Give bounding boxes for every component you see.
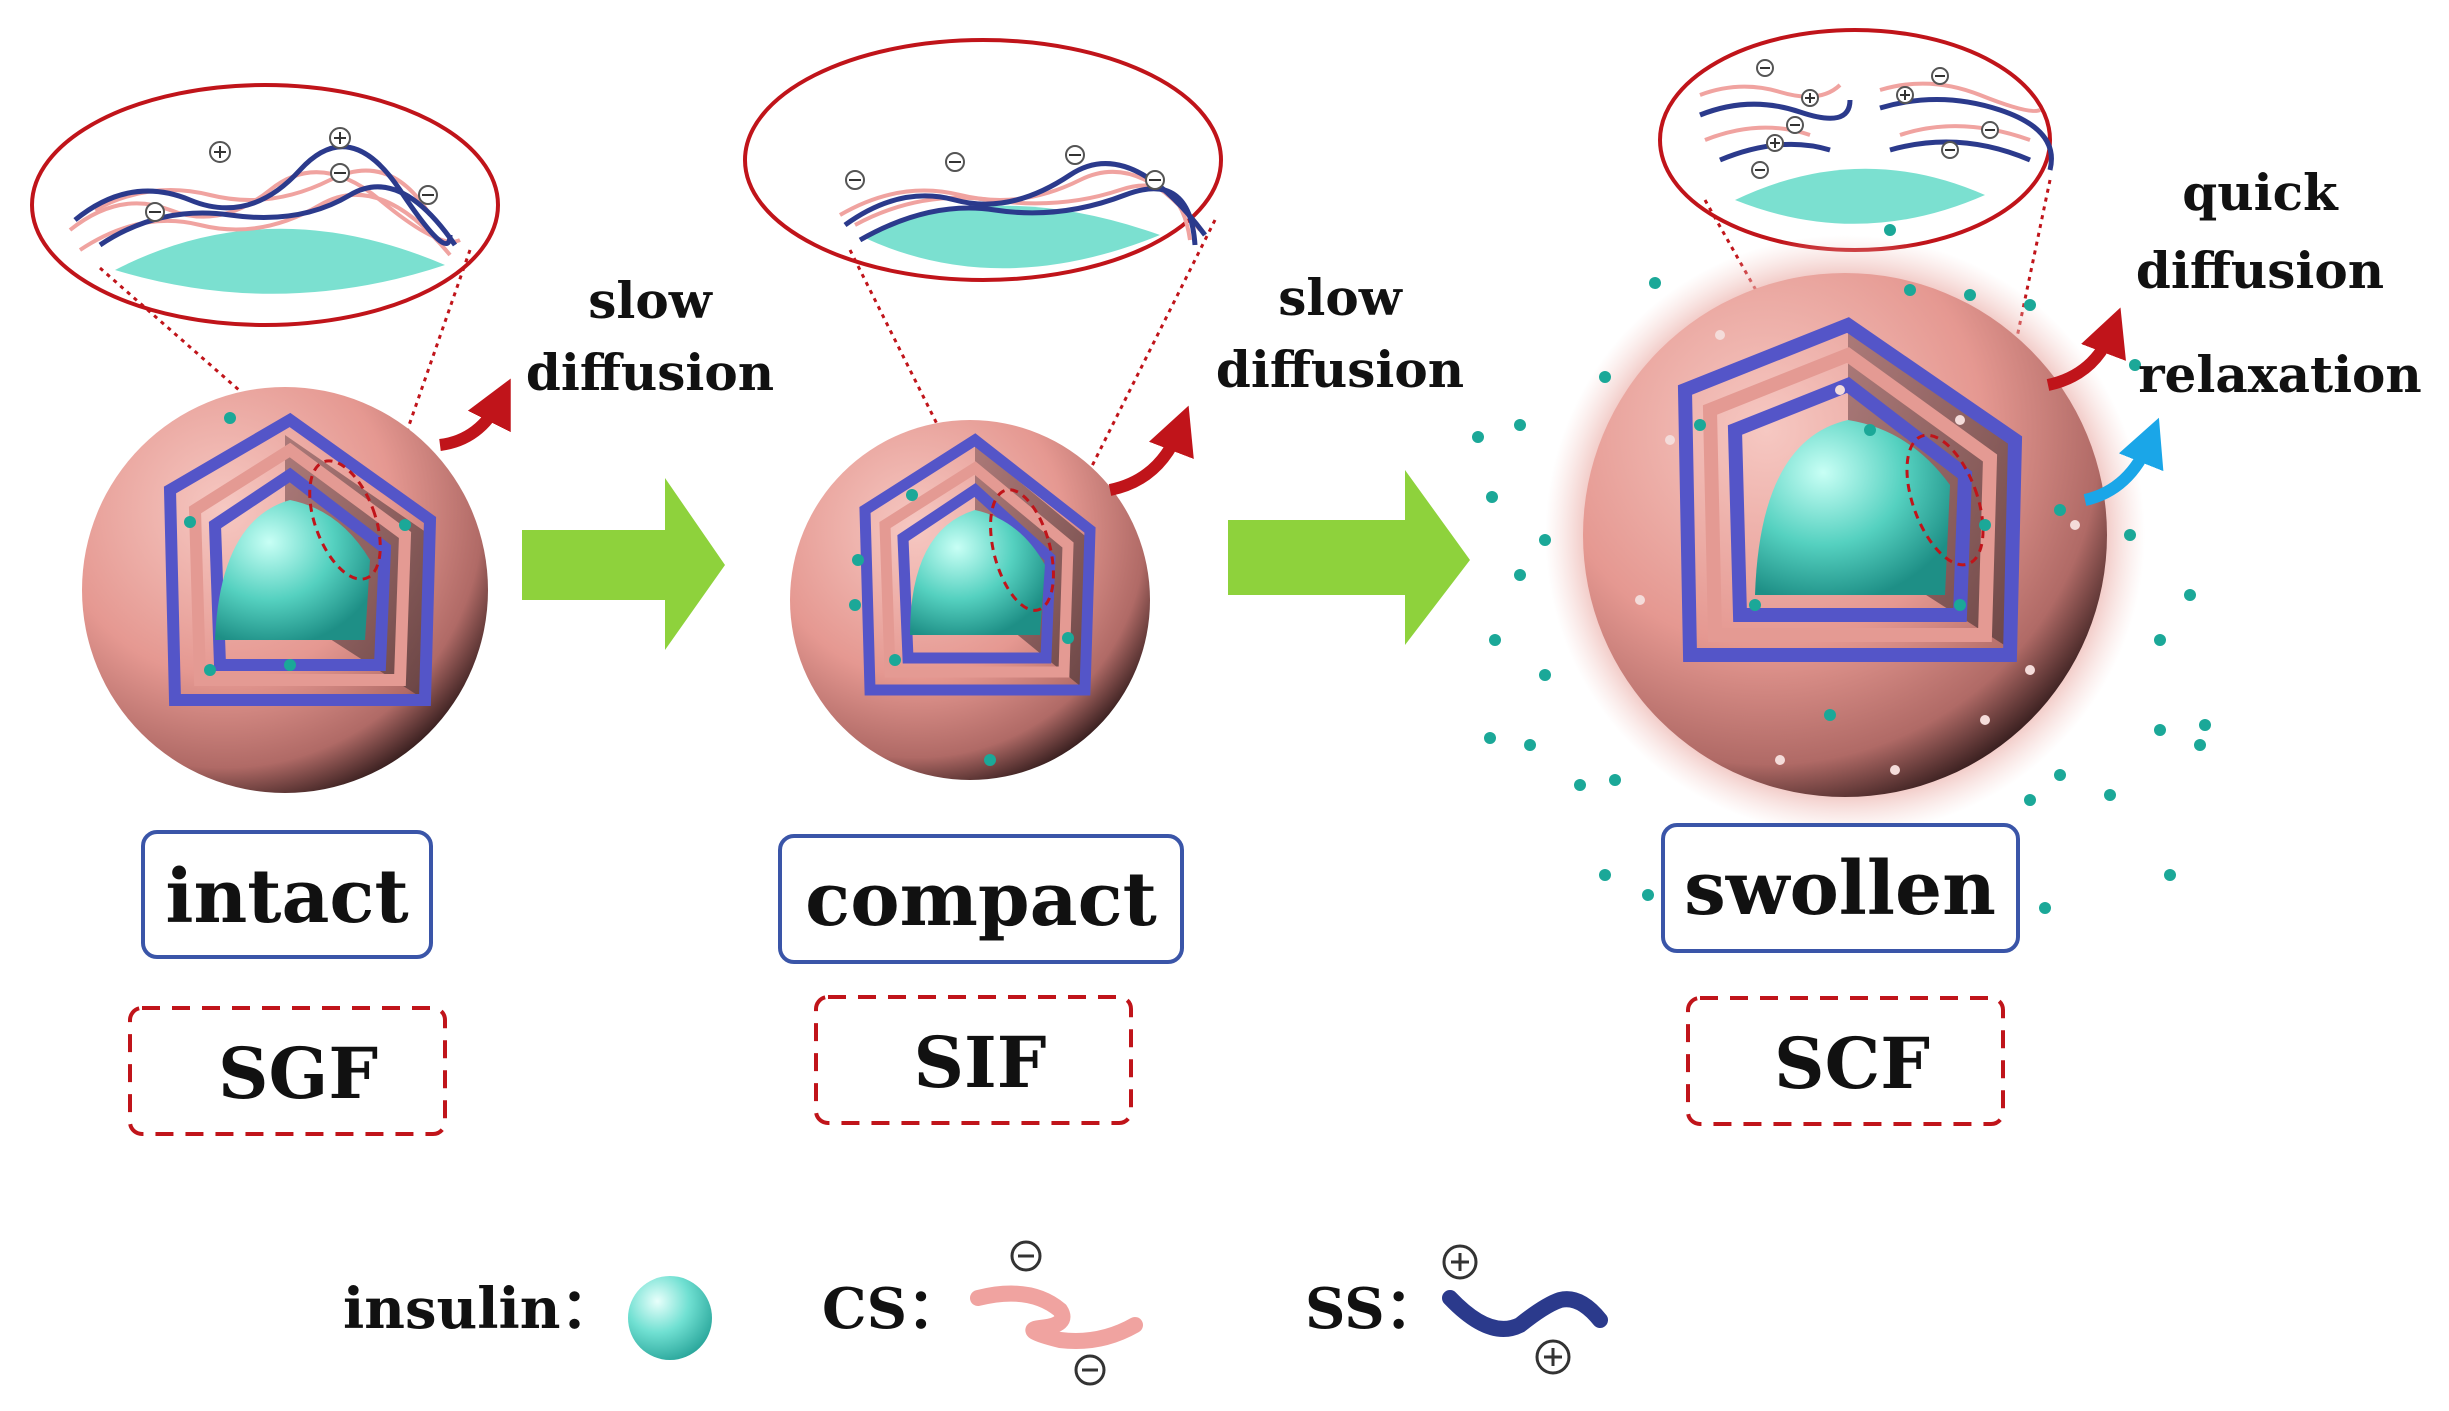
insulin-core xyxy=(1755,420,1950,595)
insulin-core xyxy=(215,500,370,640)
state-label-box xyxy=(778,834,1184,964)
stage-compact: slow diffusion compact SIF xyxy=(743,38,1464,1125)
insulin-dots xyxy=(184,412,411,676)
zoom-region-marker xyxy=(308,459,382,581)
concentric-layers xyxy=(163,412,437,706)
cs-chain-icon xyxy=(970,1285,1143,1349)
insulin-dots xyxy=(1472,224,2211,914)
state-label-box xyxy=(1661,823,2020,953)
process-label-line2: diffusion xyxy=(526,343,774,402)
ss-chain-group xyxy=(1699,97,2054,171)
process-label-line1: slow xyxy=(588,271,713,330)
process-label-line1: slow xyxy=(1278,268,1403,327)
medium-label: SGF xyxy=(218,1032,378,1115)
state-label: swollen xyxy=(1684,846,1996,932)
transition-arrow xyxy=(1228,470,1470,645)
plus-charge-icon xyxy=(1766,86,1914,152)
state-label-box xyxy=(141,830,433,959)
ss-chain-icon xyxy=(1442,1290,1608,1337)
diffusion-arrow xyxy=(1108,405,1194,496)
ss-chain-group xyxy=(843,161,1207,246)
zoom-core-segment xyxy=(1735,168,1985,224)
medium-label-box xyxy=(814,995,1133,1125)
minus-charge-icon xyxy=(1751,59,1999,179)
state-label: intact xyxy=(165,854,408,940)
concentric-layers xyxy=(1677,317,2023,662)
insulin-dots xyxy=(849,489,1074,766)
process-label-line2: diffusion xyxy=(1216,340,1464,399)
relaxation-label: relaxation xyxy=(2138,345,2422,404)
minus-charge-icon xyxy=(845,145,1165,190)
process-label-line2: diffusion xyxy=(2136,241,2384,300)
medium-label: SIF xyxy=(914,1021,1047,1104)
medium-label: SCF xyxy=(1774,1022,1930,1105)
stage-swollen: quick diffusion relaxation swollen SCF xyxy=(1472,28,2422,1126)
insulin-core xyxy=(910,510,1045,635)
legend-ss-label: SS： xyxy=(1305,1276,1441,1342)
insulin-sphere-icon xyxy=(628,1276,712,1360)
legend-insulin-label: insulin： xyxy=(343,1276,617,1342)
medium-label-box xyxy=(1686,996,2005,1126)
surface-pores xyxy=(1635,330,2080,775)
minus-charge-icon xyxy=(145,163,438,222)
stage-intact: slow diffusion intact SGF xyxy=(30,83,774,1136)
state-label: compact xyxy=(805,857,1157,943)
medium-label-box xyxy=(128,1006,447,1136)
process-label-line1: quick xyxy=(2182,163,2339,222)
legend: insulin： CS： SS： xyxy=(343,1240,1608,1386)
zoom-core-segment xyxy=(865,205,1160,269)
legend-cs-label: CS： xyxy=(822,1276,963,1342)
zoom-region-marker xyxy=(989,488,1055,612)
relaxation-arrow xyxy=(2083,417,2164,506)
minus-charge-icon xyxy=(1010,1240,1106,1386)
plus-charge-icon xyxy=(209,127,351,163)
concentric-layers xyxy=(859,433,1096,696)
zoom-core-segment xyxy=(115,228,445,294)
diffusion-arrow xyxy=(439,378,511,451)
transition-arrow xyxy=(522,478,725,650)
zoom-region-marker xyxy=(1905,433,1985,567)
diffusion-arrow xyxy=(2046,307,2126,391)
plus-charge-icon xyxy=(1442,1244,1571,1375)
